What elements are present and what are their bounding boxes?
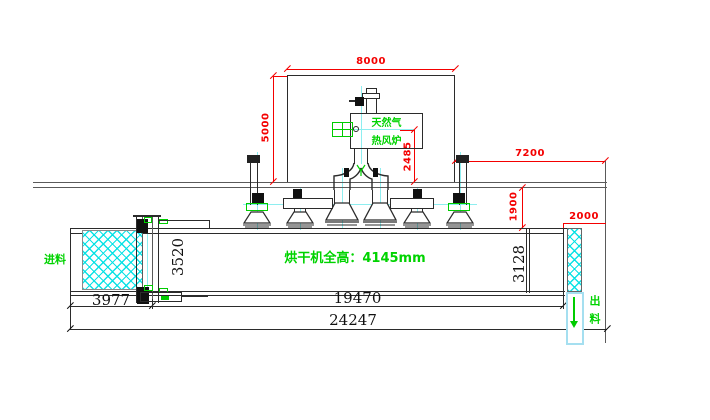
- centerline: [460, 152, 461, 230]
- dryer-bottom-line: [70, 291, 565, 292]
- exhaust-hood-cone: [242, 211, 272, 228]
- centerline: [342, 168, 343, 228]
- centerline: [380, 168, 381, 228]
- duct-fan-motor: [293, 189, 302, 198]
- y-branch-duct: [333, 162, 389, 190]
- dim-infeed-length: 3977: [91, 291, 131, 309]
- dim-line: [70, 329, 607, 330]
- feed-out-label: 出料: [588, 295, 601, 331]
- stack-elbow: [246, 203, 268, 211]
- elevator-fitting: [144, 217, 152, 223]
- exhaust-stack-pipe: [250, 157, 258, 205]
- dim-platform-height: 5000: [260, 112, 272, 143]
- dryer-right-edge: [563, 228, 564, 297]
- centerline: [336, 129, 414, 130]
- elevator-top-bracket: [158, 220, 210, 221]
- elevator-wall: [142, 216, 143, 303]
- extension-line: [152, 299, 153, 309]
- furnace-down-duct: [354, 149, 368, 164]
- dryer-bottom-line: [70, 295, 565, 296]
- roof-line: [33, 182, 607, 183]
- burner-line: [342, 123, 343, 136]
- dryer-top-line: [70, 228, 582, 229]
- stack-cap: [247, 155, 260, 163]
- centerline: [361, 86, 362, 164]
- outfeed-hatch-area: [567, 228, 582, 292]
- dim-ext: [400, 130, 414, 131]
- elevator-wall: [136, 216, 137, 303]
- stack-elbow: [448, 203, 470, 211]
- discharge-chute: [566, 292, 584, 345]
- exhaust-hood-cone: [402, 211, 432, 228]
- dryer-left-edge: [70, 228, 71, 329]
- dryer-partition: [529, 228, 530, 293]
- elevator-wall: [158, 216, 159, 303]
- infeed-hatch-area: [82, 230, 143, 290]
- dim-elevator-height: 3520: [169, 237, 187, 277]
- dim-line: [522, 188, 523, 228]
- discharge-arrow-icon: [573, 297, 575, 322]
- elevator-base-fitting: [161, 296, 169, 300]
- centerline: [147, 220, 148, 298]
- stack-cap: [456, 155, 469, 163]
- furnace-label-stove: 热风炉: [371, 136, 402, 147]
- furnace-room-outline: [287, 75, 455, 182]
- elevator-cap: [133, 215, 161, 217]
- feed-in-label: 进料: [44, 253, 66, 266]
- exhaust-hood-cone: [285, 211, 315, 228]
- dim-line: [563, 223, 606, 224]
- dryer-top-line: [70, 233, 563, 234]
- burner-port: [353, 126, 359, 132]
- dim-line: [273, 76, 274, 182]
- dim-total-length: 24247: [329, 311, 377, 329]
- dryer-height-note: 烘干机全高：4145mm: [284, 251, 426, 266]
- damper-stub: [349, 100, 355, 102]
- horizontal-duct: [390, 198, 434, 209]
- exhaust-hood-cone: [445, 211, 475, 228]
- dim-body-height: 3128: [510, 244, 528, 284]
- horizontal-duct: [283, 198, 333, 209]
- dim-dryer-length: 19470: [333, 289, 382, 307]
- elevator-top-bracket: [209, 220, 210, 228]
- furnace-chimney: [366, 88, 377, 113]
- elevator-wall: [152, 216, 153, 303]
- gas-burner: [332, 122, 353, 137]
- stack-damper: [453, 193, 465, 204]
- dim-line: [455, 161, 605, 162]
- dim-outfeed-width: 2000: [569, 211, 599, 222]
- dim-platform-width: 8000: [356, 56, 386, 67]
- roof-line: [33, 187, 607, 188]
- dim-ext: [273, 76, 287, 77]
- chimney-collar: [362, 93, 380, 99]
- extension-line: [605, 161, 606, 343]
- stack-damper: [252, 193, 264, 204]
- dryer-frame-line: [70, 306, 563, 307]
- centerline: [300, 188, 301, 230]
- hood-neck: [334, 190, 350, 204]
- centerline: [417, 188, 418, 230]
- furnace-label-gas: 天然气: [371, 118, 402, 129]
- elevator-clamp-top: [137, 219, 148, 233]
- chimney-damper-motor: [355, 97, 364, 106]
- exhaust-hood-cone: [362, 202, 398, 226]
- discharge-arrow-head-icon: [570, 321, 578, 328]
- elevator-fitting: [144, 285, 153, 291]
- exhaust-hood-cone: [324, 202, 360, 226]
- exhaust-stack-pipe: [459, 157, 467, 205]
- dim-right-span: 7200: [515, 148, 545, 159]
- dim-line: [414, 130, 415, 182]
- duct-fan-motor: [413, 189, 422, 198]
- elevator-base-bracket: [140, 292, 182, 302]
- dim-ext: [563, 223, 564, 229]
- furnace-body: [350, 113, 423, 149]
- extension-line: [563, 297, 564, 309]
- elevator-base-bracket: [182, 296, 208, 297]
- hood-neck: [372, 190, 388, 204]
- dryer-partition: [526, 228, 527, 293]
- centerline: [243, 204, 477, 205]
- elevator-fitting: [159, 219, 168, 224]
- dim-line: [287, 69, 455, 70]
